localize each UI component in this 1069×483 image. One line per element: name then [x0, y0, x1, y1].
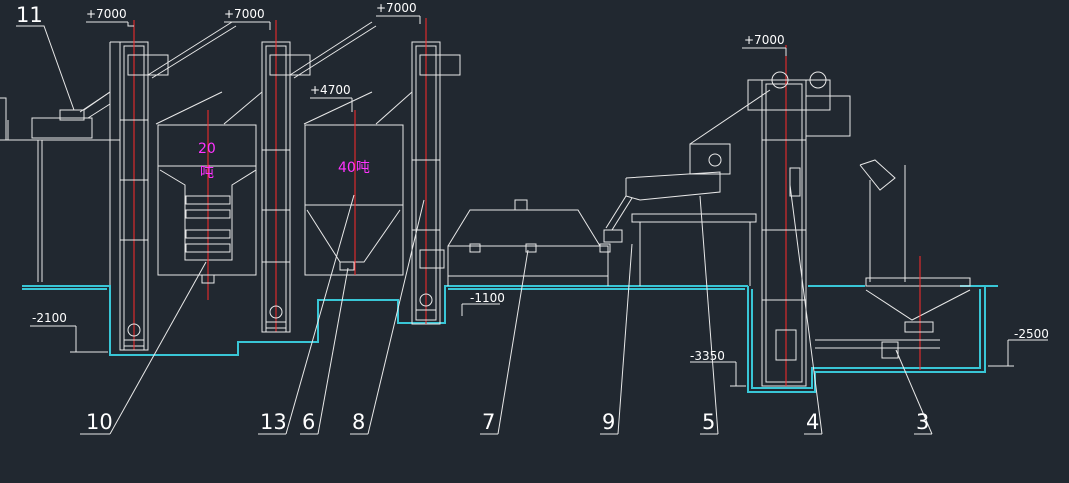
elev-label-e3: +7000 — [376, 1, 417, 15]
bin2-capacity: 40吨 — [338, 160, 370, 176]
elevation-marker-e4: +4700 — [310, 83, 353, 112]
elev-label-e5: +7000 — [744, 33, 785, 47]
elev-label-e2: +7000 — [224, 7, 265, 21]
callout-6: 6 — [302, 410, 315, 434]
callout-9: 9 — [602, 410, 615, 434]
bucket-elevator-2 — [223, 20, 377, 333]
crusher-11 — [0, 91, 120, 282]
callout-10: 10 — [86, 410, 113, 434]
callout-11: 11 — [16, 3, 43, 27]
vibrating-screen-5 — [605, 89, 771, 286]
callout-7: 7 — [482, 410, 495, 434]
elev-label-e6: -2100 — [32, 311, 67, 325]
leader-lines — [16, 25, 933, 435]
elev-label-e1: +7000 — [86, 7, 127, 21]
callout-5: 5 — [702, 410, 715, 434]
storage-bin-20t — [155, 91, 257, 300]
bucket-elevator-3 — [375, 18, 461, 325]
elevation-marker-e5: +7000 — [742, 33, 787, 56]
hopper-feeder-3 — [815, 159, 971, 370]
bucket-elevator-4 — [747, 45, 851, 387]
bucket-elevator-1 — [79, 20, 237, 351]
bin1-capacity-unit: 吨 — [200, 165, 214, 181]
ground-line — [22, 285, 998, 393]
callout-13: 13 — [260, 410, 287, 434]
elevation-marker-e1: +7000 — [86, 7, 134, 27]
callout-3: 3 — [916, 410, 929, 434]
elevation-marker-e3: +7000 — [376, 1, 421, 24]
elev-label-e9: -2500 — [1014, 327, 1049, 341]
bin1-capacity-number: 20 — [198, 141, 216, 157]
storage-bin-40t — [303, 91, 404, 276]
elevation-marker-e2: +7000 — [224, 7, 271, 30]
elev-label-e7: -1100 — [470, 291, 505, 305]
elevation-marker-e7: -1100 — [461, 291, 505, 316]
callout-8: 8 — [352, 410, 365, 434]
elevation-marker-e9: -2500 — [988, 327, 1049, 367]
elev-label-e4: +4700 — [310, 83, 351, 97]
elev-label-e8: -3350 — [690, 349, 725, 363]
elevation-marker-e8: -3350 — [690, 349, 746, 387]
washing-tank-7 — [447, 199, 623, 286]
callout-4: 4 — [806, 410, 819, 434]
elevation-marker-e6: -2100 — [30, 311, 108, 353]
